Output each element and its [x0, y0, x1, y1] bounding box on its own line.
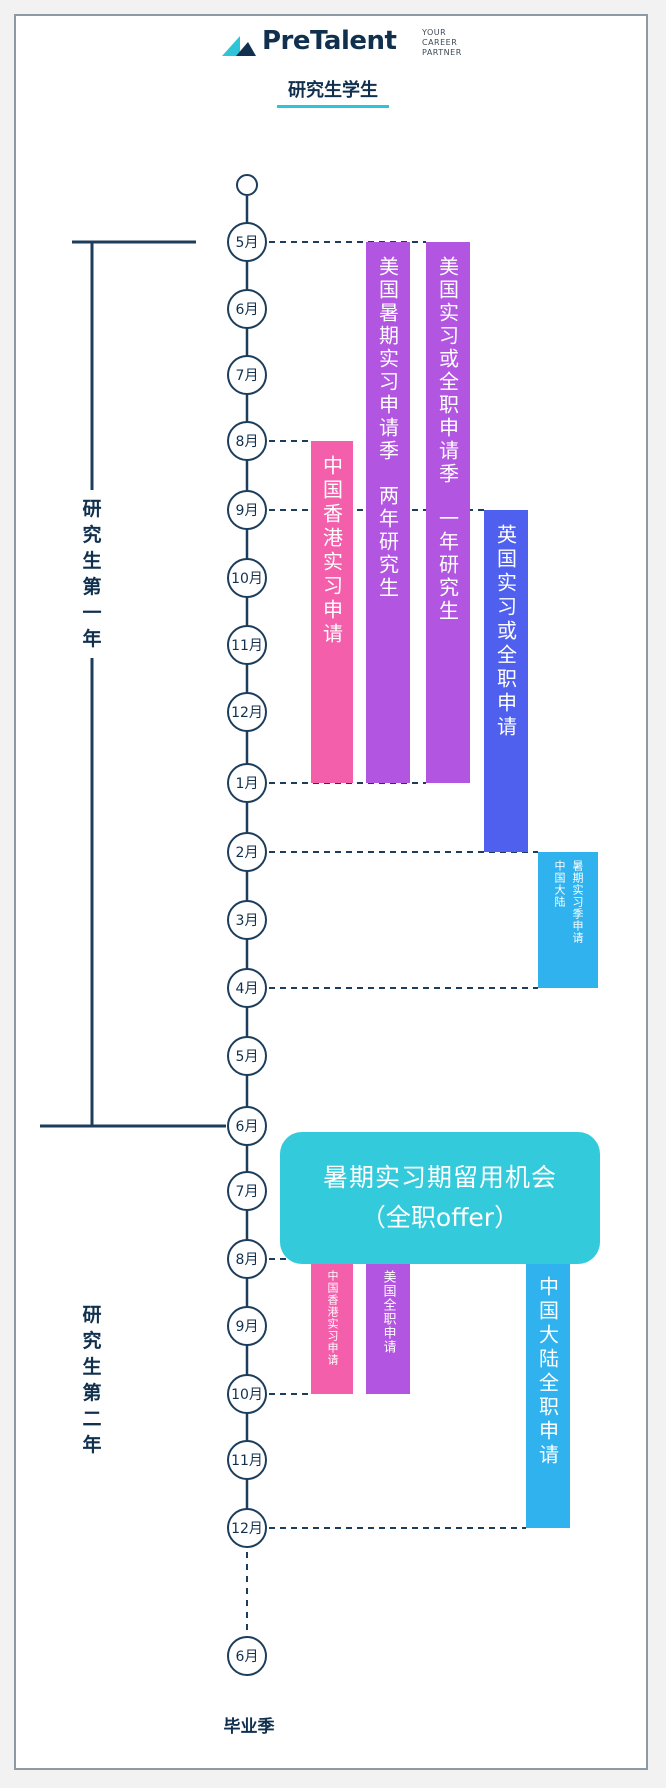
- month-node: 12月: [227, 692, 267, 732]
- application-bar-hk-fulltime: 中国香港实习申请: [311, 1262, 353, 1394]
- title-underline: [277, 105, 389, 108]
- month-node: 6月: [227, 1636, 267, 1676]
- application-bar-label: 两年研究生: [375, 485, 400, 600]
- month-node: 6月: [227, 289, 267, 329]
- month-node: 1月: [227, 763, 267, 803]
- application-bar-label: 英国实习或全职申请: [493, 524, 518, 740]
- month-node: 11月: [227, 625, 267, 665]
- month-node: 7月: [227, 355, 267, 395]
- year-label-char: 二: [82, 1408, 102, 1430]
- year-label-char: 生: [82, 550, 102, 572]
- offer-title: 暑期实习期留用机会: [322, 1163, 557, 1192]
- application-bar-us-summer: 美国暑期实习申请季两年研究生: [366, 242, 410, 783]
- application-bar-us-fulltime-2: 美国全职申请: [366, 1262, 410, 1394]
- graduation-season-label: 毕业季: [223, 1717, 275, 1737]
- application-bar-label: 中国香港实习申请: [319, 455, 344, 647]
- month-node: 10月: [227, 1374, 267, 1414]
- brand-tagline: YOUR CAREER PARTNER: [422, 28, 462, 58]
- year-label-char: 研: [82, 1304, 102, 1326]
- year-label-char: 年: [82, 1434, 102, 1456]
- year-label: 研究生第一年: [77, 490, 107, 658]
- application-bar-label: 中国大陆全职申请: [535, 1276, 560, 1468]
- application-bar-cn-summer: 暑期实习季申请中国大陆: [538, 852, 598, 988]
- tagline-line: CAREER: [422, 38, 458, 47]
- application-bar-uk: 英国实习或全职申请: [484, 510, 528, 852]
- page-title: 研究生学生: [288, 80, 378, 101]
- pretalent-logo-icon: [222, 36, 256, 56]
- year-label-char: 生: [82, 1356, 102, 1378]
- month-node: 8月: [227, 421, 267, 461]
- application-bar-label: 一年研究生: [435, 508, 460, 623]
- application-bar-label: 美国暑期实习申请季: [375, 256, 400, 463]
- month-node: 7月: [227, 1171, 267, 1211]
- application-bar-label: 中国香港实习申请: [326, 1270, 339, 1366]
- month-node: 9月: [227, 490, 267, 530]
- year-label-char: 一: [82, 602, 102, 624]
- application-bar-label: 美国实习或全职申请季: [435, 256, 460, 486]
- tagline-line: PARTNER: [422, 48, 462, 57]
- month-node: 6月: [227, 1106, 267, 1146]
- year-label-char: 究: [82, 1330, 102, 1352]
- year-label-char: 年: [82, 628, 102, 650]
- timeline-start-dot: [236, 174, 258, 196]
- application-bar-label: 美国全职申请: [380, 1270, 396, 1354]
- year-label-char: 第: [82, 576, 102, 598]
- month-node: 9月: [227, 1306, 267, 1346]
- application-bar-cn-fulltime: 中国大陆全职申请: [526, 1262, 570, 1528]
- year-label-char: 研: [82, 498, 102, 520]
- month-node: 2月: [227, 832, 267, 872]
- brand-name: PreTalent: [262, 26, 397, 56]
- year-label: 研究生第二年: [77, 1296, 107, 1464]
- return-offer-box: 暑期实习期留用机会 （全职offer）: [280, 1132, 600, 1264]
- application-bar-label: 暑期实习季申请: [571, 860, 584, 944]
- tagline-line: YOUR: [422, 28, 447, 37]
- year-label-char: 究: [82, 524, 102, 546]
- application-bar-hk-intern: 中国香港实习申请: [311, 441, 353, 783]
- month-node: 11月: [227, 1440, 267, 1480]
- month-node: 10月: [227, 558, 267, 598]
- month-node: 5月: [227, 1036, 267, 1076]
- month-node: 8月: [227, 1239, 267, 1279]
- month-node: 4月: [227, 968, 267, 1008]
- offer-subtitle: （全职offer）: [360, 1203, 520, 1232]
- year-label-char: 第: [82, 1382, 102, 1404]
- application-bar-label: 中国大陆: [553, 860, 566, 908]
- month-node: 12月: [227, 1508, 267, 1548]
- month-node: 3月: [227, 900, 267, 940]
- month-node: 5月: [227, 222, 267, 262]
- application-bar-us-fulltime: 美国实习或全职申请季一年研究生: [426, 242, 470, 783]
